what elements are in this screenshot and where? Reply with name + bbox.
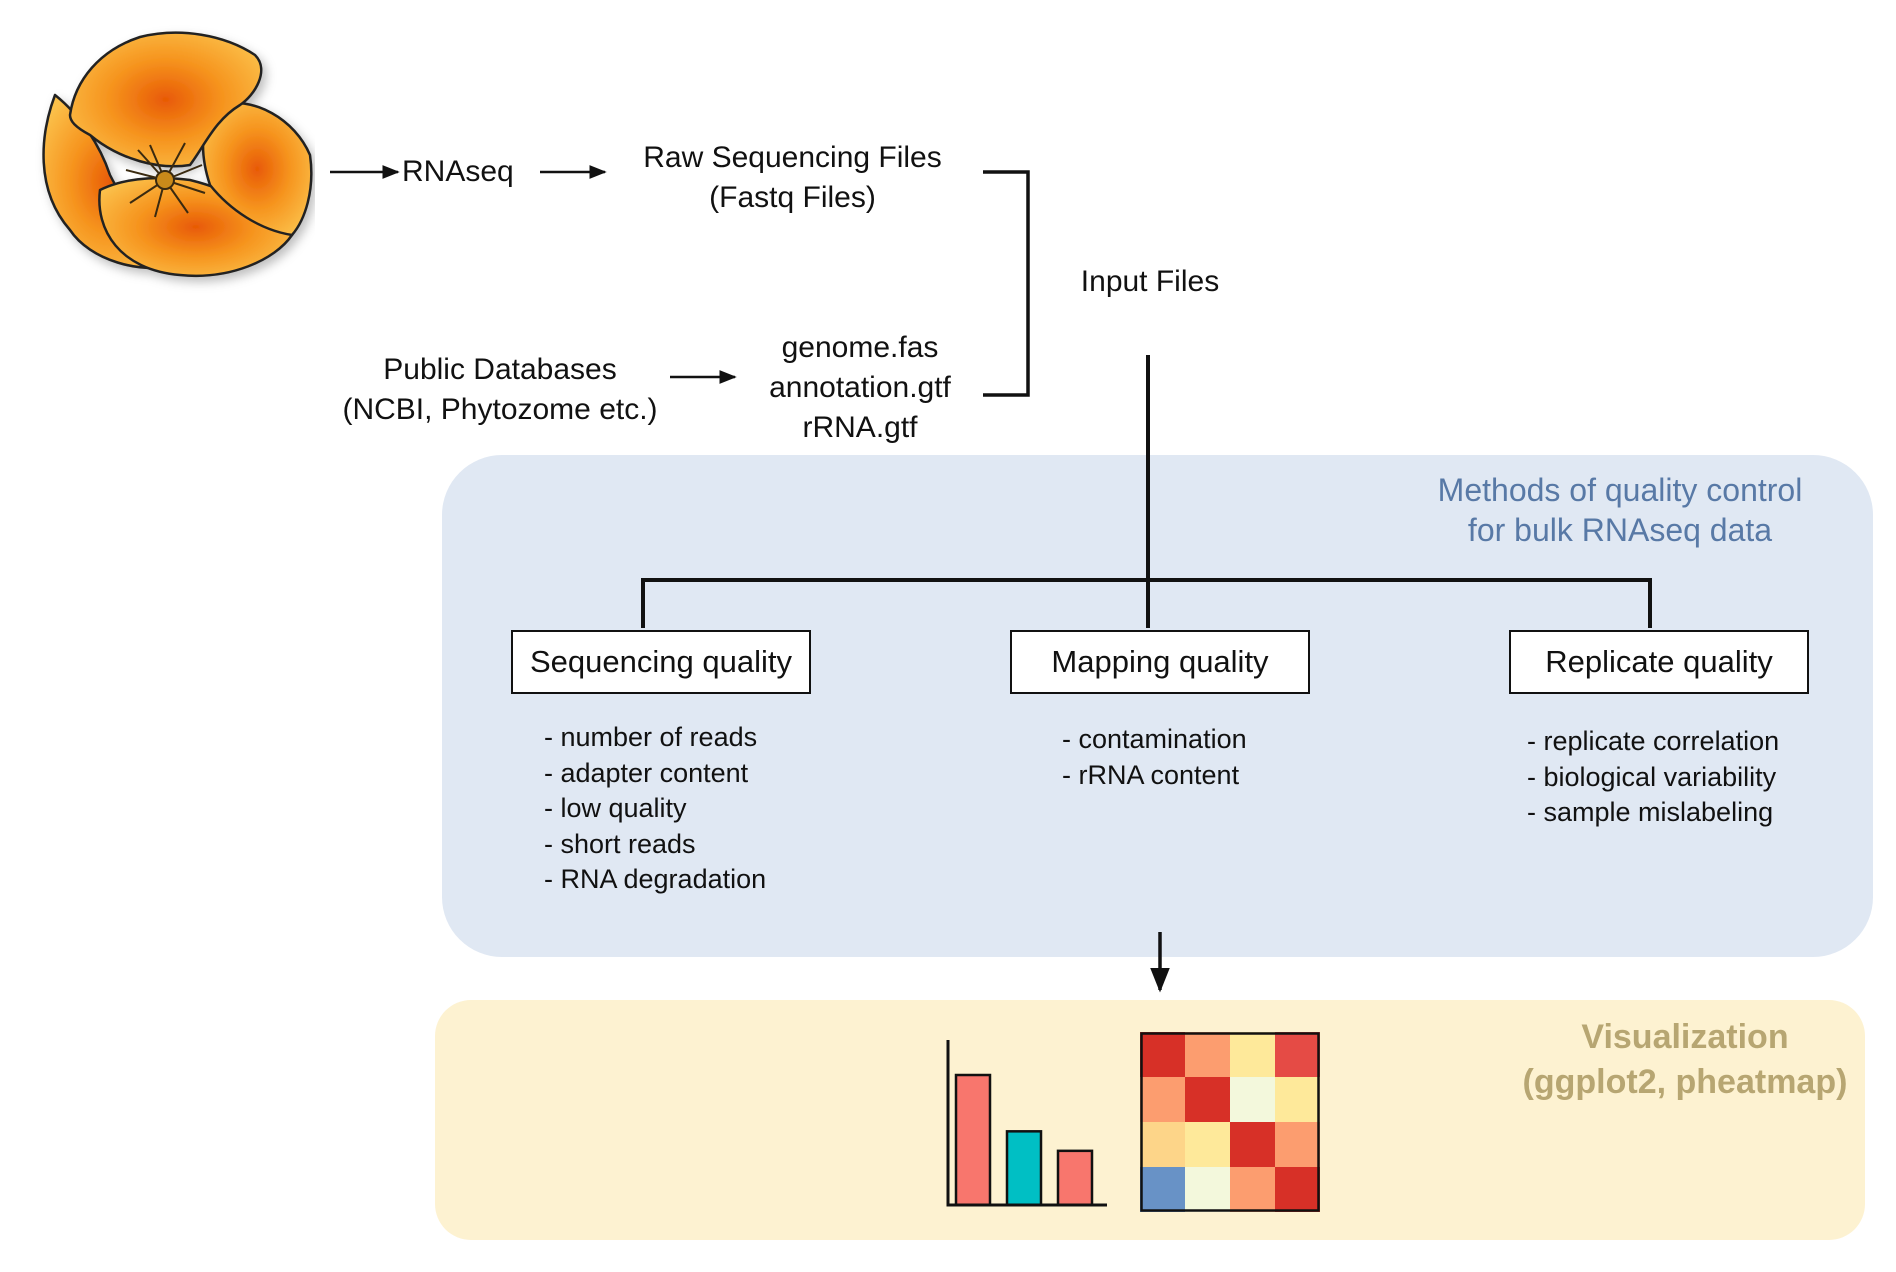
list-item: - RNA degradation: [544, 864, 767, 894]
list-item: - number of reads: [544, 722, 758, 752]
list-item: - low quality: [544, 793, 687, 823]
genome-file-label: genome.fas: [781, 331, 939, 364]
sequencing-quality-box: Sequencing quality: [511, 630, 811, 694]
heatmap-cell: [1275, 1122, 1320, 1167]
rnaseq-label: RNAseq: [402, 155, 514, 188]
branch-line: [641, 578, 1652, 628]
mapping-quality-list: - contamination - rRNA content: [1062, 722, 1247, 793]
bar-chart-icon-bar: [1056, 1149, 1094, 1207]
heatmap-cell: [1230, 1167, 1275, 1212]
viz-panel-title-line2: (ggplot2, pheatmap): [1522, 1063, 1848, 1101]
qc-panel-title-line1: Methods of quality control: [1437, 472, 1803, 508]
viz-panel-title-line1: Visualization: [1581, 1018, 1789, 1056]
heatmap-cell: [1185, 1122, 1230, 1167]
heatmap-cell: [1140, 1167, 1185, 1212]
qc-methods-panel: [442, 455, 1873, 957]
input-files-label: Input Files: [1080, 265, 1220, 298]
bar-chart-axes: [946, 1040, 1107, 1207]
qc-panel-title-line2: for bulk RNAseq data: [1467, 512, 1773, 548]
bar-chart-icon-bar: [954, 1073, 992, 1207]
list-item: - rRNA content: [1062, 759, 1240, 790]
replicate-quality-list: - replicate correlation - biological var…: [1527, 724, 1779, 831]
heatmap-cell: [1185, 1167, 1230, 1212]
public-db-label-line2: (NCBI, Phytozome etc.): [342, 393, 658, 426]
list-item: - short reads: [544, 828, 696, 859]
annotation-file-label: annotation.gtf: [769, 371, 951, 404]
heatmap-cell: [1275, 1077, 1320, 1122]
heatmap-cell: [1230, 1077, 1275, 1122]
heatmap-cell: [1275, 1167, 1320, 1212]
heatmap-cell: [1185, 1032, 1230, 1077]
bracket-input-files: [983, 170, 1030, 397]
list-item: - replicate correlation: [1527, 726, 1780, 756]
list-item: - contamination: [1062, 724, 1247, 754]
heatmap-cell: [1230, 1122, 1275, 1167]
mapping-quality-box: Mapping quality: [1010, 630, 1310, 694]
heatmap-icon: [1140, 1032, 1320, 1212]
sequencing-quality-list: - number of reads - adapter content - lo…: [544, 720, 766, 898]
poppy-flower-icon: [42, 31, 313, 277]
list-item: - biological variability: [1527, 761, 1777, 792]
bar-chart-icon-bar: [1005, 1130, 1043, 1207]
heatmap-cell: [1185, 1077, 1230, 1122]
list-item: - adapter content: [544, 757, 749, 788]
heatmap-cell: [1275, 1032, 1320, 1077]
heatmap-cell: [1140, 1122, 1185, 1167]
rrna-file-label: rRNA.gtf: [802, 411, 918, 444]
raw-files-label-line1: Raw Sequencing Files: [643, 141, 942, 174]
replicate-quality-box: Replicate quality: [1509, 630, 1809, 694]
heatmap-cell: [1230, 1032, 1275, 1077]
raw-files-label-line2: (Fastq Files): [709, 181, 876, 214]
heatmap-cell: [1140, 1032, 1185, 1077]
list-item: - sample mislabeling: [1527, 797, 1774, 827]
bar-chart-icon: [946, 1040, 1107, 1207]
public-db-label-line1: Public Databases: [383, 353, 617, 386]
heatmap-cell: [1140, 1077, 1185, 1122]
